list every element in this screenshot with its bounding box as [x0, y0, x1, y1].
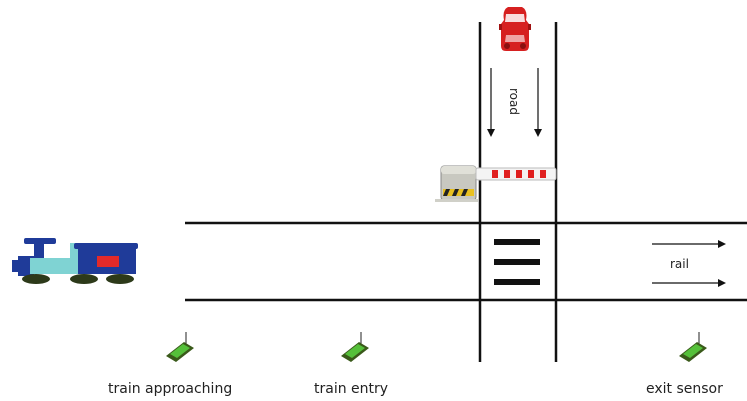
sensor-icon [679, 332, 707, 362]
train-icon [12, 238, 138, 284]
road-label: road [507, 88, 521, 115]
road-direction-arrows [487, 68, 542, 137]
barrier-gate-icon [435, 165, 557, 202]
sensor-icon [166, 332, 194, 362]
train-approaching-label: train approaching [108, 381, 232, 397]
train-entry-label: train entry [314, 381, 388, 397]
road [478, 22, 558, 362]
crossing-stripes [494, 239, 540, 285]
exit-sensor-label: exit sensor [646, 381, 723, 397]
car-icon [499, 7, 531, 51]
rail-label: rail [670, 257, 689, 271]
rail-direction-arrows [652, 240, 726, 287]
rail-track [185, 221, 747, 302]
sensor-icon [341, 332, 369, 362]
